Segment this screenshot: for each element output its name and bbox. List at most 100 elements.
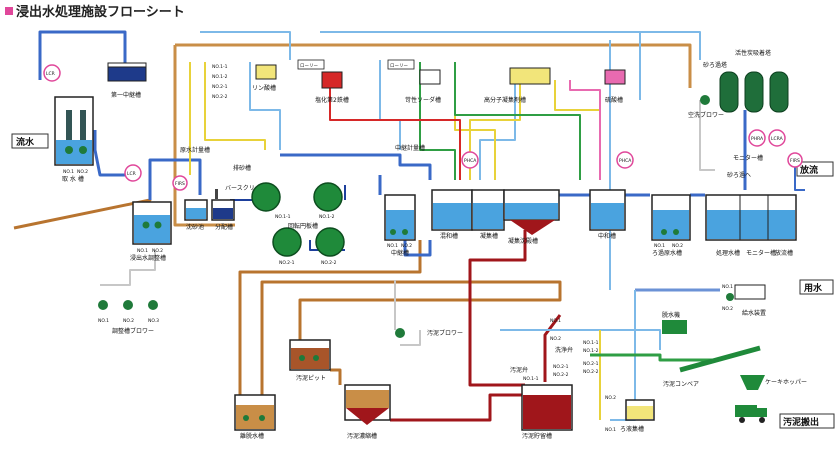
phca-sensor-2-label: PHCA [619, 158, 632, 164]
wash-21: NO.2-1 [553, 364, 569, 370]
phca-sensor-2: PHCA [616, 151, 634, 169]
separated-water-tank-label: 離脱水槽 [240, 432, 264, 440]
chem-no12: NO.1-2 [212, 74, 228, 80]
service-water-label: 用水 [803, 282, 823, 294]
sludge-valve-label: 汚泥弁 [510, 366, 528, 374]
lcr-sensor-1-label: LCR [46, 71, 55, 77]
firs-sensor-1-label: FIRS [175, 181, 185, 187]
neutralization-tank: 混和槽 [431, 189, 473, 240]
firs-sensor-1: FIRS [172, 175, 188, 191]
phra-sensor-label: PHRA [751, 136, 764, 142]
sand-filtered-tank-label: ろ過原水槽 [652, 249, 682, 257]
neutralization-tank-2: 中和槽 [589, 189, 626, 240]
inflow-label: 流水 [16, 136, 35, 148]
filtrate-tank: NO.1 NO.2 ろ液集槽 [605, 395, 655, 433]
wash-no21: NO.2-1 [583, 361, 599, 367]
grit-tank-label: 排砂槽 [233, 164, 251, 172]
phosphoric-acid-tank: リン酸槽 [252, 64, 277, 92]
water-supply-unit-label: 給水装置 [742, 309, 766, 317]
wash-no22: NO.2-2 [583, 369, 599, 375]
filtrate-tank-label: ろ液集槽 [620, 425, 644, 433]
filtrate-pump-no2: NO.2 [605, 395, 616, 401]
grit-chamber-label: 沈砂池 [186, 223, 204, 231]
ferric-chloride-tank: ローリー 塩化第2鉄槽 [297, 59, 349, 104]
valve-no11: NO.1-1 [523, 376, 539, 382]
relay-pump-no2: NO.2 [401, 243, 412, 249]
sludge-storage-tank-label: 汚泥貯留槽 [522, 432, 552, 440]
neutralization-tank-label: 混和槽 [440, 232, 458, 240]
adj-pump-no2: NO.2 [152, 248, 163, 254]
coagulation-tank-label: 凝集槽 [480, 232, 498, 240]
sulfuric-acid-tank-label: 硫酸槽 [605, 96, 623, 104]
dehydrator-label: 脱水機 [662, 311, 680, 319]
relay-tank: NO.1 NO.2 中継槽 [384, 194, 416, 257]
wash-water-pumps: 洗浄弁 NO.1 NO.2 NO.1-1 NO.1-2 NO.2-1 NO.2-… [550, 318, 599, 378]
chem-no11: NO.1-1 [212, 64, 228, 70]
cake-hopper: ケーキホッパー [740, 375, 807, 390]
sludge-storage-tank: 汚泥貯留槽 [521, 384, 573, 440]
caustic-soda-tank-label: 苛性ソーダ槽 [405, 96, 441, 104]
coag-sedimentation-tank-label: 凝集沈殿槽 [508, 237, 538, 245]
sludge-pit-label: 汚泥ピット [296, 374, 326, 382]
sand-filter-label: 砂ろ過塔 [703, 61, 727, 69]
disc-no11: NO.1-1 [275, 214, 291, 220]
title-bullet [5, 7, 13, 15]
phosphoric-acid-tank-label: リン酸槽 [252, 84, 276, 92]
relay-water-meter-label: 中継計量槽 [395, 144, 425, 152]
activated-carbon-label: 活性炭吸着塔 [735, 49, 771, 57]
relay-pump-no1: NO.1 [387, 243, 398, 249]
relay-tank-label: 中継槽 [391, 249, 409, 257]
polymer-tank: 高分子凝集剤槽 [484, 67, 551, 104]
bar-screen-label: バースクリーン [225, 185, 266, 192]
monitor-tank-label: モニター槽 [746, 249, 776, 257]
air-wash-blower: 空洗ブロワー [688, 95, 724, 119]
cake-hopper-label: ケーキホッパー [765, 379, 807, 386]
filter-towers: 砂ろ過塔 活性炭吸着塔 [703, 49, 789, 113]
blower-no1: NO.1 [98, 318, 109, 324]
service-water-tag: 用水 [799, 279, 834, 295]
filtrate-pump-no1: NO.1 [605, 427, 616, 433]
supply-pump-no1: NO.1 [722, 284, 733, 290]
lcra-sensor: LCRA [768, 129, 786, 147]
water-supply-unit: NO.1 NO.2 給水装置 [722, 284, 766, 317]
leachate-adjustment-tank: NO.1 NO.2 浸出水調整槽 [130, 201, 172, 262]
wash-no11: NO.1-1 [583, 340, 599, 346]
sludge-blower: 汚泥ブロワー [395, 328, 463, 338]
rotating-disc-tanks: NO.1-1 NO.1-2 NO.2-1 NO.2-2 回転円板槽 [251, 182, 345, 266]
intake-pump-no1: NO.1 [63, 169, 74, 175]
grit-chamber: 沈砂池 [184, 199, 208, 231]
sand-to-label: 砂ろ過へ [727, 171, 751, 179]
intake-pump-no2: NO.2 [77, 169, 88, 175]
rotating-disc-label: 回転円板槽 [288, 222, 318, 230]
discharge-tank-label: 放流槽 [775, 249, 793, 257]
sludge-thickener-label: 汚泥濃縮槽 [347, 432, 377, 440]
neutralization-tank-2-label: 中和槽 [598, 232, 616, 240]
distribution-tank-label: 分配槽 [215, 223, 233, 231]
disc-no22: NO.2-2 [321, 260, 337, 266]
blower-no2: NO.2 [123, 318, 134, 324]
lcr-sensor-1: LCR [43, 64, 61, 82]
inflow-tag: 流水 [11, 133, 49, 149]
sulfuric-acid-tank: 硫酸槽 [604, 69, 626, 104]
discharge-tag: 放流 [796, 161, 834, 177]
distribution-tank: 分配槽 [211, 199, 235, 231]
lcr-sensor-2-label: LCR [127, 171, 136, 177]
sludge-out-tag: 汚泥搬出 [779, 413, 835, 429]
monitor-tank-top-label: モニター槽 [733, 154, 763, 162]
sand-pump-no1: NO.1 [654, 243, 665, 249]
leachate-adjustment-tank-label: 浸出水調整槽 [130, 254, 166, 262]
coag-sedimentation-tank: 凝集沈殿槽 [503, 189, 560, 245]
wash-22: NO.2-2 [553, 372, 569, 378]
raw-water-meter-label: 原水計量槽 [180, 146, 210, 154]
adjustment-blower-label: 調整槽ブロワー [112, 327, 154, 335]
pipes [13, 30, 805, 422]
wash-pump-label: 洗浄弁 [555, 346, 573, 354]
chem-no21: NO.2-1 [212, 84, 228, 90]
polymer-tank-label: 高分子凝集剤槽 [484, 96, 526, 104]
phca-sensor-1: PHCA [461, 151, 479, 169]
bar-screen: バースクリーン [215, 185, 266, 199]
separated-water-tank: 離脱水槽 [234, 394, 276, 440]
sludge-thickener: 汚泥濃縮槽 [344, 384, 391, 440]
